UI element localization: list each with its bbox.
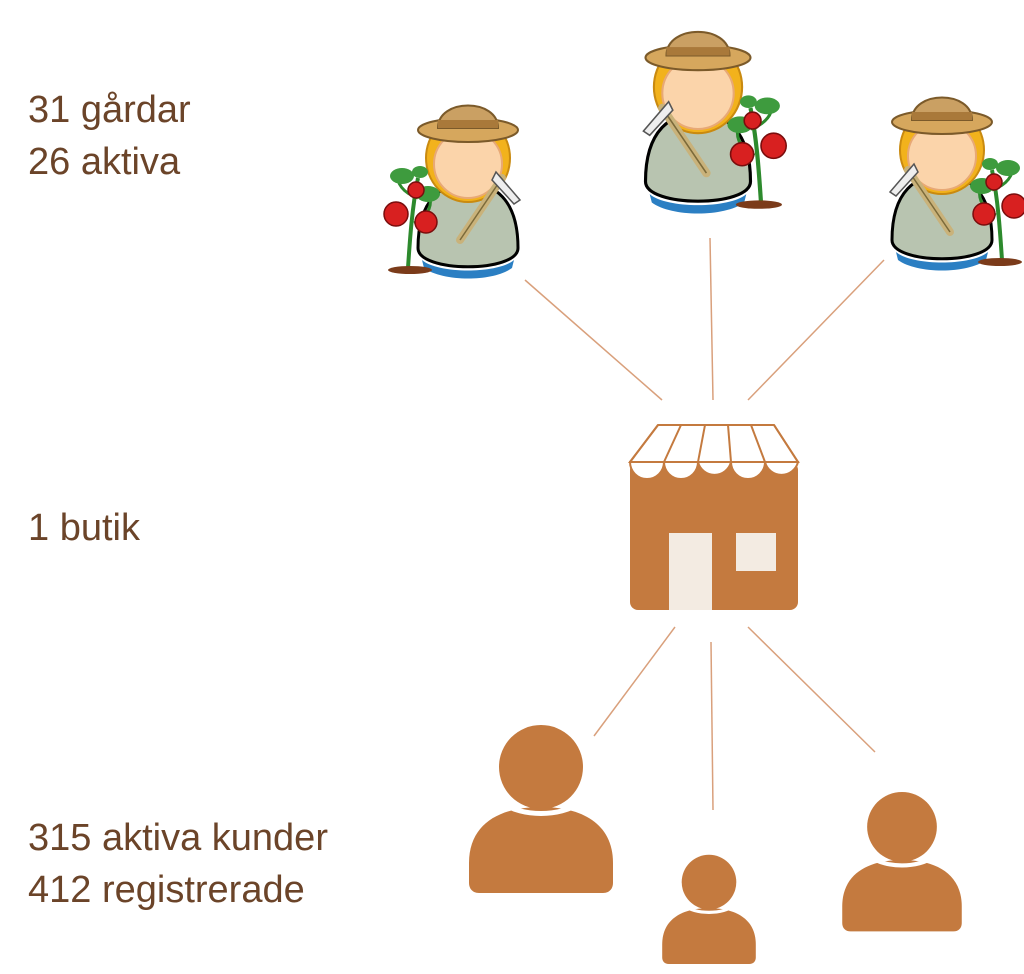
- connector-line: [747, 259, 885, 401]
- shop-window: [736, 533, 776, 571]
- farms-active: 26 aktiva: [28, 141, 181, 183]
- connector-line: [747, 626, 876, 753]
- customers-active: 315 aktiva kunder: [28, 817, 328, 859]
- shop-icon: [627, 424, 800, 610]
- farms-stat: 31 gårdar 26 aktiva: [28, 84, 191, 188]
- shop-count: 1 butik: [28, 507, 140, 549]
- farmer-icon: [643, 32, 786, 214]
- shop-stat: 1 butik: [28, 502, 140, 554]
- farms-total: 31 gårdar: [28, 89, 191, 131]
- shop-door: [669, 533, 712, 610]
- person-icon: [660, 853, 758, 966]
- connector-line: [524, 279, 663, 401]
- person-icon: [469, 725, 613, 893]
- farmer-icon: [890, 98, 1024, 271]
- connector-line: [593, 626, 676, 737]
- person-icon: [842, 792, 962, 931]
- farmer-icon: [384, 106, 520, 279]
- customers-stat: 315 aktiva kunder 412 registrerade: [28, 812, 328, 916]
- connector-line: [710, 641, 714, 811]
- customers-registered: 412 registrerade: [28, 869, 305, 911]
- connector-line: [709, 237, 714, 401]
